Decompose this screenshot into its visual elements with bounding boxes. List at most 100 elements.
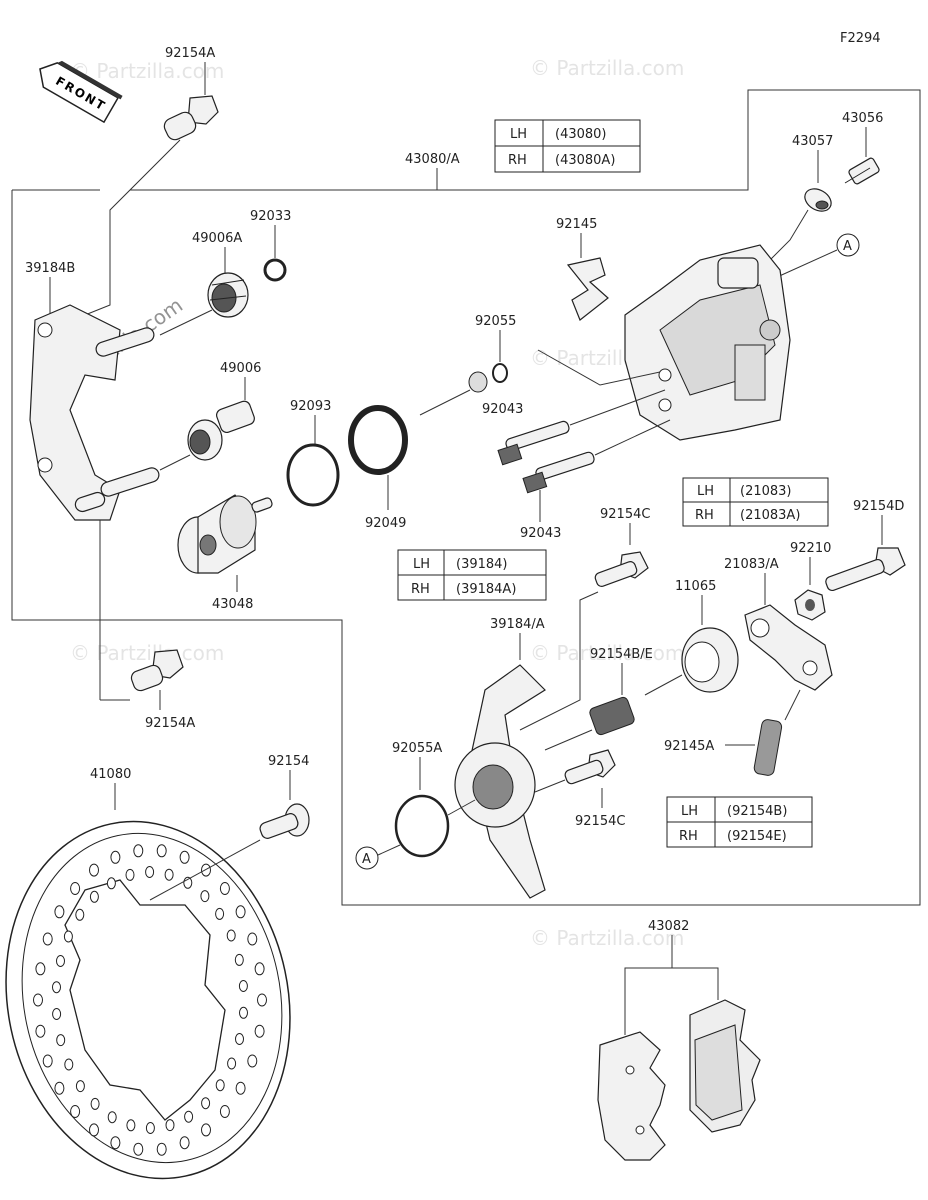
label-92145: 92145 [556, 217, 597, 232]
disc-hole [247, 1054, 258, 1068]
label-43056: 43056 [842, 111, 883, 126]
table-part-43080: (43080) [555, 127, 607, 142]
disc-hole [156, 844, 167, 858]
table-43080: LH (43080) RH (43080A) [494, 119, 641, 173]
table-side-rh: RH [695, 508, 714, 523]
marker-a-top: A [774, 233, 860, 279]
label-92145a: 92145A [664, 739, 714, 754]
caliper-bracket-39184b [29, 304, 160, 521]
label-92154be: 92154B/E [590, 647, 653, 662]
label-92154a-bottom: 92154A [145, 716, 195, 731]
disc-hole [200, 890, 210, 903]
label-43057: 43057 [792, 134, 833, 149]
disc-hole [215, 1079, 225, 1092]
label-39184b: 39184B [25, 261, 75, 276]
table-21083: LH (21083) RH (21083A) [682, 477, 829, 527]
boot-49006 [187, 400, 255, 461]
disc-hole [235, 1081, 246, 1095]
disc-hole [254, 1024, 265, 1038]
piston-43048 [177, 494, 273, 574]
disc-hole [110, 1136, 121, 1150]
label-92043-b: 92043 [520, 526, 561, 541]
table-side-rh: RH [679, 829, 698, 844]
label-92055: 92055 [475, 314, 516, 329]
label-92154: 92154 [268, 754, 309, 769]
label-43080a: 43080/A [405, 152, 460, 167]
disc-hole [247, 932, 258, 946]
table-part-92154e: (92154E) [727, 829, 787, 844]
figure-code: F2294 [840, 31, 881, 46]
table-side-rh: RH [508, 153, 527, 168]
disc-hole [107, 1111, 117, 1124]
watermark: © Partzilla.com [530, 641, 684, 665]
label-43048: 43048 [212, 597, 253, 612]
disc-hole [164, 868, 174, 881]
label-49006: 49006 [220, 361, 261, 376]
caliper-body-43080 [624, 244, 791, 441]
bracket-39184a [454, 664, 546, 899]
table-92154b: LH (92154B) RH (92154E) [666, 796, 813, 848]
disc-hole [110, 850, 121, 864]
seal-92055 [468, 363, 508, 393]
table-side-lh: LH [510, 127, 527, 142]
disc-hole [184, 1110, 194, 1123]
lever-21083a [744, 604, 833, 691]
bolt-92154d [825, 547, 906, 592]
table-part-21083: (21083) [740, 484, 792, 499]
label-39184a: 39184/A [490, 617, 545, 632]
label-41080: 41080 [90, 767, 131, 782]
seal-92093 [286, 443, 340, 507]
disc-hole [156, 1142, 167, 1156]
disc-hole [126, 1119, 136, 1132]
disc-holes [33, 844, 267, 1156]
label-49006a: 49006A [192, 231, 242, 246]
label-92049: 92049 [365, 516, 406, 531]
disc-hole [56, 955, 65, 967]
ring-92033 [263, 258, 287, 282]
table-39184: LH (39184) RH (39184A) [397, 549, 547, 601]
disc-hole [54, 905, 65, 919]
bleeder-valve-43056 [844, 157, 880, 185]
disc-hole [254, 962, 265, 976]
label-92154c-b: 92154C [575, 814, 625, 829]
watermark: © Partzilla.com [70, 59, 224, 83]
disc-hole [35, 962, 46, 976]
label-21083a: 21083/A [724, 557, 779, 572]
label-92154d: 92154D [853, 499, 904, 514]
disc-hole [145, 866, 155, 878]
disc-hole [89, 863, 99, 877]
disc-hole [125, 868, 135, 881]
label-92033: 92033 [250, 209, 291, 224]
disc-hole [75, 1080, 85, 1093]
label-43082: 43082 [648, 919, 689, 934]
assembly-frame [11, 89, 921, 906]
table-part-39184a: (39184A) [456, 582, 516, 597]
disc-hole [70, 882, 81, 895]
seal-11065 [681, 627, 739, 693]
disc-hole [179, 1136, 190, 1150]
disc-hole [63, 930, 73, 943]
label-92154a-top: 92154A [165, 46, 215, 61]
bolt-92154a-top [163, 95, 219, 141]
pin-92043-a [497, 420, 570, 466]
disc-hole [145, 1122, 155, 1134]
disc-hole [56, 1034, 66, 1047]
label-92210: 92210 [790, 541, 831, 556]
brake-pad-outer [689, 999, 761, 1133]
disc-hole [106, 877, 116, 890]
brake-disc-41080 [5, 820, 291, 1180]
disc-hole [133, 844, 144, 858]
disc-hole [235, 1033, 244, 1045]
watermark: © Partzilla.com [70, 641, 224, 665]
disc-hole [201, 1097, 211, 1110]
disc-hole [201, 1123, 211, 1137]
disc-hole [215, 907, 225, 920]
marker-a-label: A [843, 239, 852, 254]
label-92154c-a: 92154C [600, 507, 650, 522]
disc-hole [133, 1142, 144, 1156]
disc-hole [33, 993, 43, 1007]
bolt-92154a-bottom [130, 649, 184, 692]
pad-spring-92145 [566, 257, 609, 321]
label-11065: 11065 [675, 579, 716, 594]
table-side-lh: LH [697, 484, 714, 499]
